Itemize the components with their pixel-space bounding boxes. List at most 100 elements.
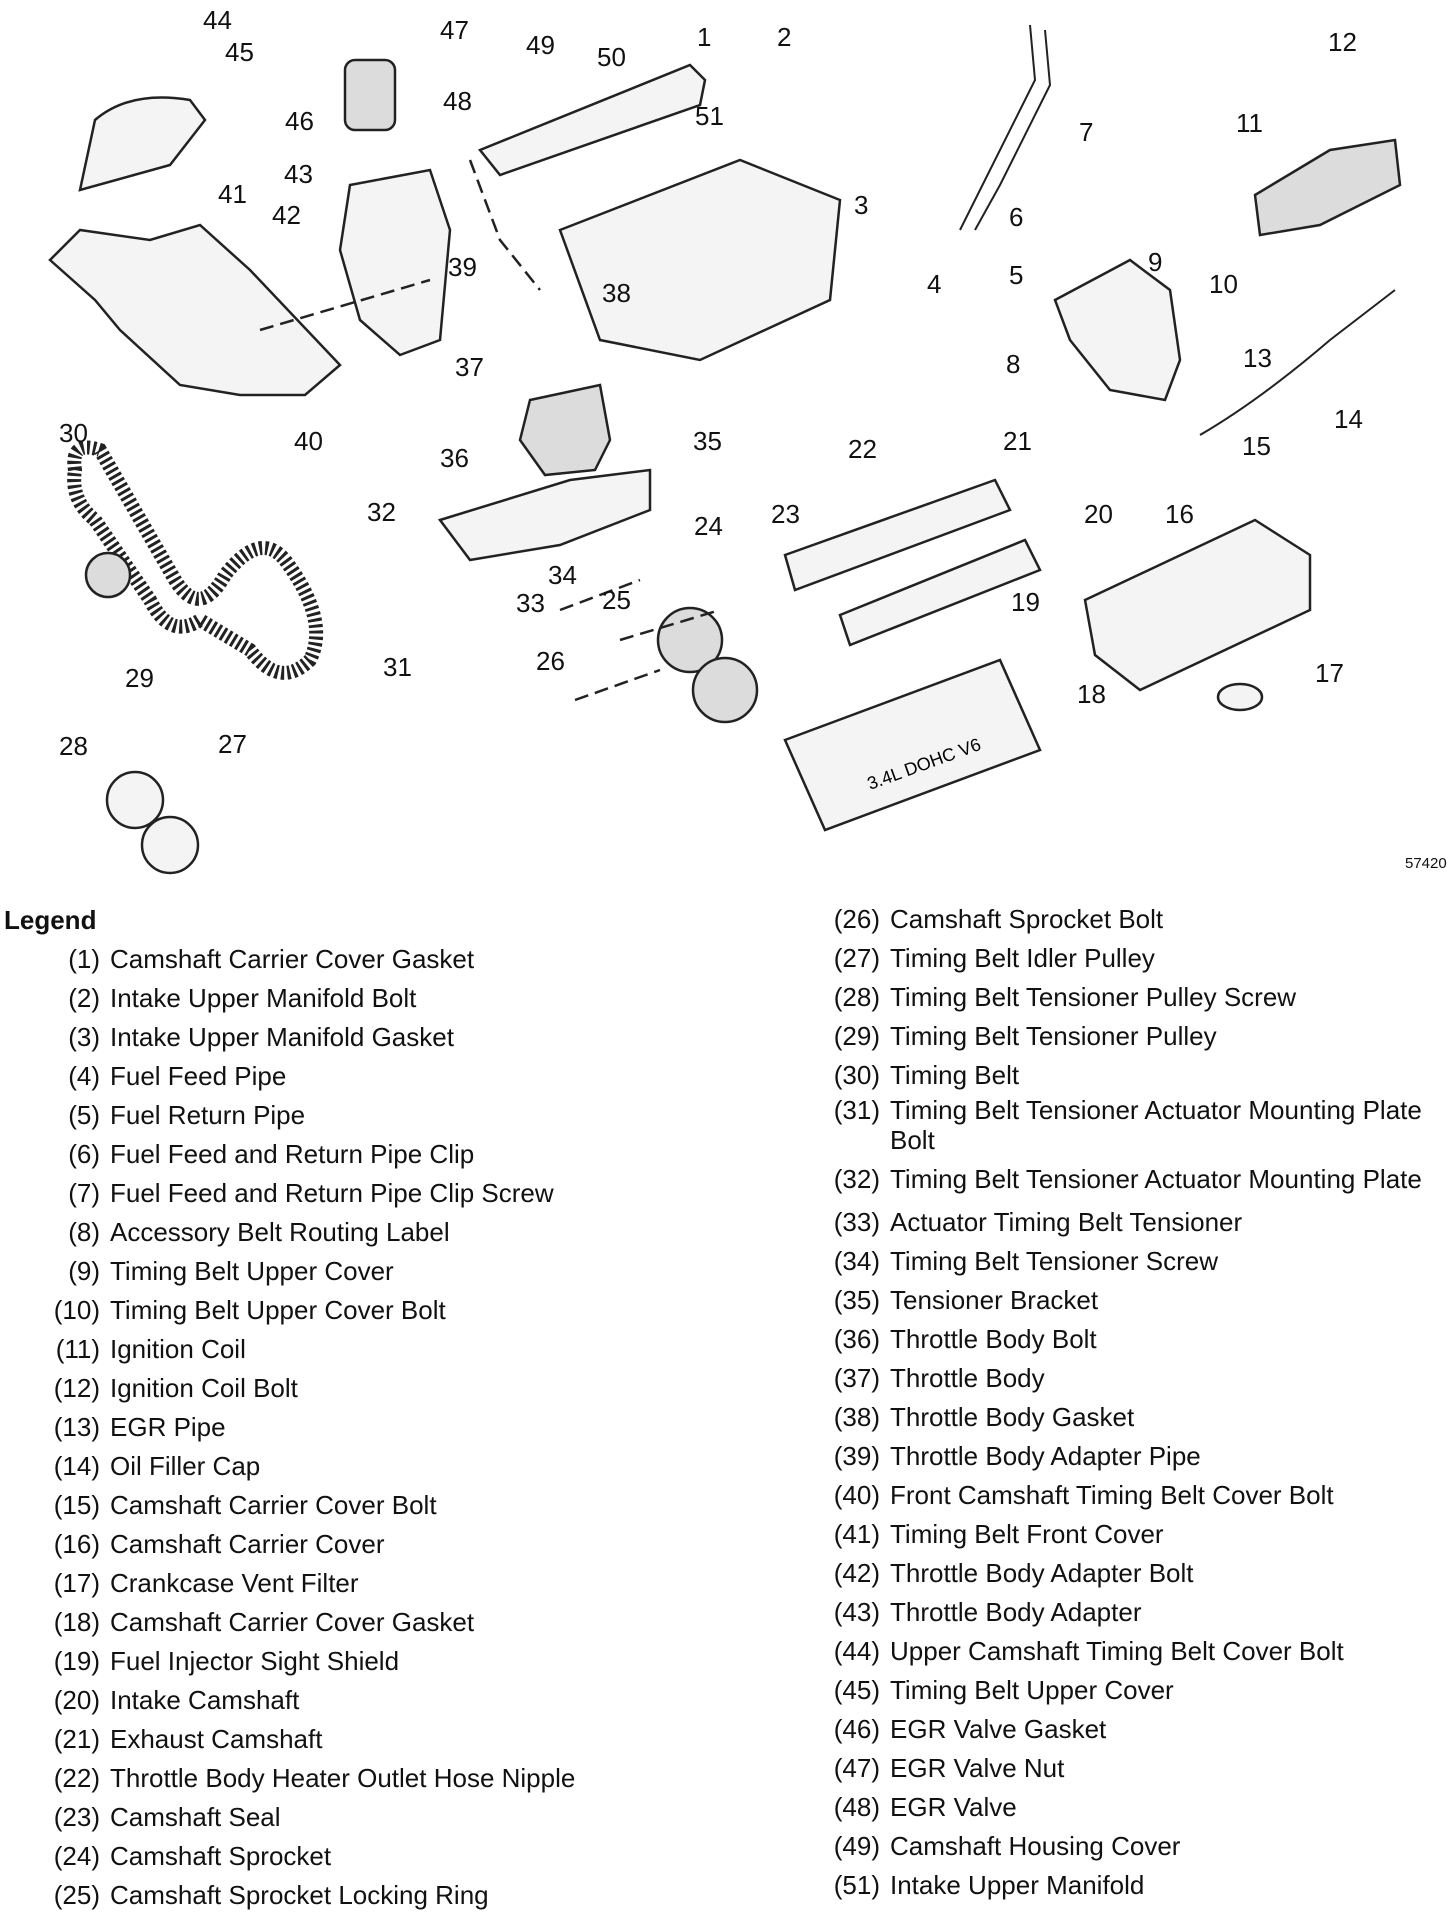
callout-25: 25 — [602, 585, 631, 615]
fuel-injector-sight-shield-part — [783, 658, 1042, 832]
legend-item-text: Timing Belt Upper Cover Bolt — [110, 1295, 446, 1325]
legend-item: (10)Timing Belt Upper Cover Bolt — [20, 1291, 740, 1330]
legend-item-number: (28) — [833, 982, 880, 1012]
legend-item: (45)Timing Belt Upper Cover — [800, 1671, 1440, 1710]
legend-item-number: (29) — [833, 1021, 880, 1051]
legend-item: (20)Intake Camshaft — [20, 1681, 740, 1720]
callout-31: 31 — [383, 652, 412, 682]
callout-12: 12 — [1328, 27, 1357, 57]
legend-item-text: Fuel Injector Sight Shield — [110, 1646, 400, 1676]
callout-47: 47 — [440, 15, 469, 45]
callout-21: 21 — [1003, 426, 1032, 456]
legend-item: (29) Timing Belt Tensioner Pulley — [800, 1017, 1440, 1056]
legend-item-text: Tensioner Bracket — [890, 1285, 1099, 1315]
legend-item: (5)Fuel Return Pipe — [20, 1096, 740, 1135]
legend-item: (39)Throttle Body Adapter Pipe — [800, 1437, 1440, 1476]
legend-item-text: EGR Pipe — [110, 1412, 226, 1442]
callout-1: 1 — [697, 22, 711, 52]
legend-item-text: Throttle Body Adapter — [890, 1597, 1142, 1627]
legend-item: (17)Crankcase Vent Filter — [20, 1564, 740, 1603]
callout-46: 46 — [285, 106, 314, 136]
callout-13: 13 — [1243, 343, 1272, 373]
legend-item: (27)Timing Belt Idler Pulley — [800, 939, 1440, 978]
legend-item-number: (39) — [833, 1441, 880, 1471]
legend-item-number: (26) — [833, 904, 880, 934]
legend-item-number: (48) — [833, 1792, 880, 1822]
legend-item: (49)Camshaft Housing Cover — [800, 1827, 1440, 1866]
legend-item: (44)Upper Camshaft Timing Belt Cover Bol… — [800, 1632, 1440, 1671]
fuel-pipes-part — [959, 24, 1052, 231]
callout-9: 9 — [1148, 247, 1162, 277]
legend-item-number: (36) — [833, 1324, 880, 1354]
legend-item-text: Timing Belt Tensioner Pulley Screw — [890, 982, 1297, 1012]
callout-20: 20 — [1084, 499, 1113, 529]
callout-33: 33 — [516, 588, 545, 618]
legend-item-number: (38) — [833, 1402, 880, 1432]
legend-item: (37)Throttle Body — [800, 1359, 1440, 1398]
legend-item-number: (30) — [833, 1060, 880, 1090]
legend-item-number: (1) — [68, 944, 100, 974]
idler-pulley-part-b — [140, 815, 200, 875]
legend-column-left: (1)Camshaft Carrier Cover Gasket(2)Intak… — [20, 940, 740, 1915]
timing-belt-upper-cover-right-part — [1053, 258, 1182, 402]
legend-item-text: Timing Belt Tensioner Screw — [890, 1246, 1219, 1276]
callout-23: 23 — [771, 499, 800, 529]
callout-8: 8 — [1006, 349, 1020, 379]
legend-item-text: Crankcase Vent Filter — [110, 1568, 359, 1598]
camshaft-sprocket-part-b — [691, 656, 759, 724]
legend-item-text: Timing Belt Tensioner Pulley — [890, 1021, 1217, 1051]
callout-42: 42 — [272, 200, 301, 230]
timing-belt-upper-cover-part — [78, 96, 207, 192]
callout-11: 11 — [1236, 108, 1263, 138]
legend-item-number: (43) — [833, 1597, 880, 1627]
callout-32: 32 — [367, 497, 396, 527]
legend-item-text: Upper Camshaft Timing Belt Cover Bolt — [890, 1636, 1344, 1666]
callout-10: 10 — [1209, 269, 1238, 299]
legend-item: (11)Ignition Coil — [20, 1330, 740, 1369]
legend-item-number: (25) — [53, 1880, 100, 1910]
legend-item-text: EGR Valve — [890, 1792, 1017, 1822]
legend-item: (18)Camshaft Carrier Cover Gasket — [20, 1603, 740, 1642]
legend-item-number: (47) — [833, 1753, 880, 1783]
legend-item-number: (24) — [53, 1841, 100, 1871]
legend-item: (33)Actuator Timing Belt Tensioner — [800, 1203, 1440, 1242]
camshaft-carrier-cover-part — [1083, 518, 1312, 692]
legend-item-text: Camshaft Carrier Cover — [110, 1529, 385, 1559]
tensioner-pulley-part — [84, 551, 132, 599]
legend-item-text: Fuel Feed and Return Pipe Clip Screw — [110, 1178, 554, 1208]
legend-item-number: (32) — [833, 1164, 880, 1194]
legend-item: (7)Fuel Feed and Return Pipe Clip Screw — [20, 1174, 740, 1213]
legend-item-text: EGR Valve Nut — [890, 1753, 1065, 1783]
legend-item: (12)Ignition Coil Bolt — [20, 1369, 740, 1408]
callout-48: 48 — [443, 86, 472, 116]
legend-item-number: (40) — [833, 1480, 880, 1510]
legend-item-number: (16) — [53, 1529, 100, 1559]
camshaft-sprocket-part-a — [656, 606, 724, 674]
callout-39: 39 — [448, 252, 477, 282]
legend-item-number: (20) — [53, 1685, 100, 1715]
callout-18: 18 — [1077, 679, 1106, 709]
legend-item: (34)Timing Belt Tensioner Screw — [800, 1242, 1440, 1281]
legend-item-text: Camshaft Sprocket Locking Ring — [110, 1880, 489, 1910]
legend-item-text: Camshaft Carrier Cover Gasket — [110, 944, 475, 974]
legend-item-number: (9) — [68, 1256, 100, 1286]
intake-camshaft-part — [838, 538, 1042, 647]
legend-item-number: (33) — [833, 1207, 880, 1237]
legend-item-text: Oil Filler Cap — [110, 1451, 261, 1481]
legend-title: Legend — [4, 905, 97, 935]
legend-item-number: (3) — [68, 1022, 100, 1052]
legend-item-text: Timing Belt Tensioner Actuator Mounting … — [890, 1164, 1422, 1194]
legend-item-number: (23) — [53, 1802, 100, 1832]
legend-item-number: (15) — [53, 1490, 100, 1520]
legend-item-text: Camshaft Housing Cover — [890, 1831, 1181, 1861]
throttle-body-part — [518, 383, 612, 477]
legend-item-number: (18) — [53, 1607, 100, 1637]
legend-item: (15)Camshaft Carrier Cover Bolt — [20, 1486, 740, 1525]
callout-3: 3 — [854, 190, 868, 220]
legend-column-right: (26)Camshaft Sprocket Bolt(27)Timing Bel… — [800, 900, 1440, 1905]
callout-30: 30 — [59, 418, 88, 448]
callout-50: 50 — [597, 42, 626, 72]
intake-upper-manifold-part — [558, 158, 842, 362]
callout-37: 37 — [455, 352, 484, 382]
